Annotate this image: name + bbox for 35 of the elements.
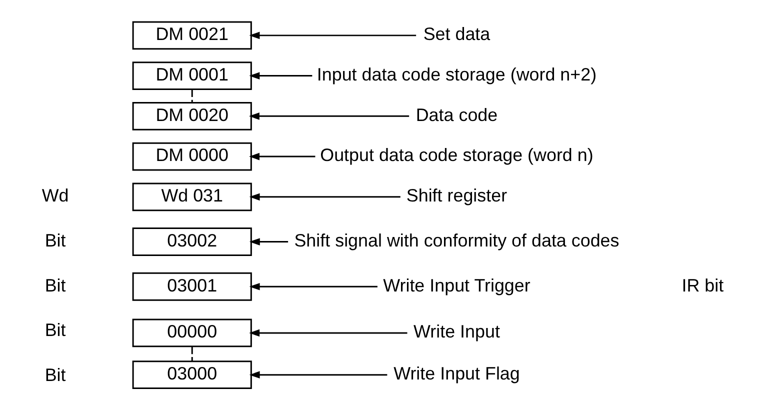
label: Bit	[44, 274, 66, 295]
node-box: 03000	[132, 360, 252, 389]
node-text: Set data	[423, 24, 490, 44]
node-text: Data code	[416, 104, 498, 124]
label: Bit	[44, 364, 66, 384]
arrow	[249, 152, 316, 160]
node-text: Input data code storage (word n+2)	[316, 64, 597, 84]
connector	[191, 346, 193, 361]
node-text: Write Input Flag	[394, 362, 520, 383]
arrow	[249, 31, 416, 39]
arrow	[249, 72, 312, 79]
arrow	[249, 328, 408, 336]
node-text: Write Input	[414, 321, 500, 342]
label: IR bit	[682, 274, 724, 295]
node-box: DM 0020	[132, 101, 252, 130]
arrow	[249, 282, 378, 290]
arrow	[249, 370, 388, 378]
arrow	[249, 192, 400, 200]
label: Bit	[44, 230, 66, 250]
node-box: DM 0021	[132, 20, 252, 50]
node-box: 03001	[132, 272, 252, 300]
node-text: Shift register	[406, 185, 508, 206]
arrow	[248, 112, 410, 120]
node-box: Wd 031	[132, 182, 252, 211]
node-box: DM 0000	[132, 142, 252, 170]
node-text: Output data code storage (word n)	[320, 144, 594, 165]
label: Bit	[44, 320, 66, 340]
connector	[191, 88, 193, 102]
node-text: Write Input Trigger	[383, 274, 530, 295]
node-box: DM 0001	[132, 61, 252, 90]
label: Wd	[42, 185, 69, 206]
node-box: 03002	[132, 227, 252, 256]
arrow	[249, 238, 288, 245]
node-text: Shift signal with conformity of data codes	[294, 230, 620, 250]
node-box: 00000	[132, 318, 252, 347]
